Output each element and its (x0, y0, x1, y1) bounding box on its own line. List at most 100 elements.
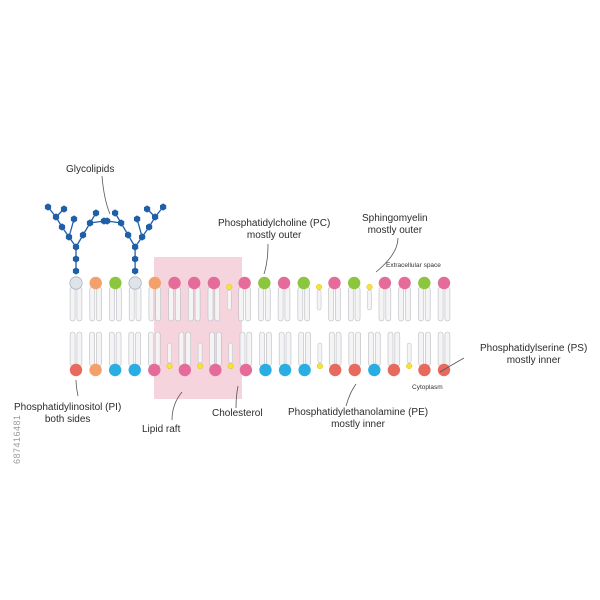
phosphatidylethanolamine-head (298, 363, 311, 377)
fatty-acid-tail (305, 331, 311, 367)
phosphatidylethanolamine-head (108, 363, 122, 377)
phosphatidylcholine-head (328, 276, 341, 290)
sugar-residue-icon (131, 267, 139, 275)
sphingomyelin-head (109, 276, 122, 290)
phosphatidylcholine-head (277, 276, 291, 290)
fatty-acid-tail (76, 286, 83, 322)
fatty-acid-tail (128, 331, 135, 367)
cholesterol-molecule (226, 283, 233, 291)
sugar-residue-icon (111, 209, 119, 217)
phosphatidylinositol-head (89, 276, 102, 290)
inner-leaflet (69, 362, 451, 377)
cholesterol-ring (228, 342, 233, 364)
fatty-acid-tail (425, 331, 431, 367)
sugar-residue-icon (133, 215, 141, 223)
fatty-acid-tail (355, 331, 361, 367)
phosphatidylinositol-head (89, 363, 102, 377)
fatty-acid-tail (387, 331, 394, 367)
fatty-acid-tail (444, 286, 451, 322)
label-glycolipids: Glycolipids (66, 164, 115, 175)
fatty-acid-tail (278, 331, 285, 367)
label-pi-location: both sides (44, 414, 91, 425)
fatty-acid-tail (328, 331, 335, 367)
fatty-acid-tail (128, 286, 135, 322)
fatty-acid-tail (277, 286, 284, 322)
leader-line (263, 243, 269, 275)
cholesterol-ring (316, 289, 322, 311)
fatty-acid-tail (328, 286, 334, 322)
fatty-acid-tail (297, 286, 304, 322)
fatty-acid-tail (394, 331, 401, 367)
watermark-id: 687416481 (12, 414, 22, 464)
fatty-acid-tail (96, 331, 102, 367)
sugar-residue-icon (72, 267, 80, 275)
label-extracellular-space: Extracellular space (386, 262, 441, 269)
sugar-residue-icon (103, 217, 111, 225)
fatty-acid-tail (246, 331, 253, 367)
sugar-residue-icon (145, 223, 153, 231)
fatty-acid-tail (298, 331, 305, 367)
phosphatidylserine-head (348, 363, 361, 377)
phosphatidylcholine-head (238, 276, 251, 290)
cholesterol-molecule (316, 283, 323, 291)
sugar-residue-icon (86, 219, 94, 227)
label-leader-lines (75, 175, 465, 421)
label-pi-name: Phosphatidylinositol (PI) (14, 402, 122, 413)
phosphatidylserine-head (69, 363, 83, 377)
phosphatidylethanolamine-head (259, 363, 272, 377)
cholesterol-ring (227, 289, 232, 311)
glycolipid-head (69, 276, 83, 290)
sugar-residue-icon (58, 223, 66, 231)
cholesterol-molecule (366, 283, 373, 291)
fatty-acid-tail (398, 286, 404, 322)
fatty-acid-tail (154, 331, 161, 367)
fatty-acid-tail (335, 286, 341, 322)
fatty-acid-tail (258, 286, 264, 322)
cholesterol-molecule (197, 362, 204, 370)
fatty-acid-tail (76, 331, 83, 367)
fatty-acid-tail (335, 331, 342, 367)
phosphatidylethanolamine-head (278, 363, 292, 377)
sugar-residue-icon (52, 213, 60, 221)
sugar-residue-icon (70, 215, 78, 223)
fatty-acid-tail (209, 331, 215, 367)
leader-line (101, 175, 111, 215)
fatty-acid-tail (444, 331, 451, 367)
phosphatidylcholine-head (148, 363, 161, 377)
fatty-acid-tail (185, 331, 192, 367)
fatty-acid-tail (437, 286, 444, 322)
phosphatidylcholine-head (207, 276, 221, 290)
phosphatidylinositol-head (148, 276, 162, 290)
sphingomyelin-head (258, 276, 271, 290)
phosphatidylcholine-head (168, 276, 181, 290)
phosphatidylcholine-head (437, 276, 451, 290)
sugar-residue-icon (44, 203, 52, 211)
sugar-residue-icon (131, 243, 139, 251)
label-sm-location: mostly outer (367, 225, 423, 236)
sugar-residue-icon (72, 255, 80, 263)
fatty-acid-tail (69, 286, 76, 322)
fatty-acid-tail (148, 331, 154, 367)
fatty-acid-tail (148, 286, 155, 322)
leader-line (439, 357, 465, 373)
sphingomyelin-head (418, 276, 431, 290)
fatty-acid-tail (239, 331, 246, 367)
fatty-acid-tail (89, 286, 96, 322)
phosphatidylserine-head (418, 363, 431, 377)
sugar-residue-icon (72, 243, 80, 251)
fatty-acid-tail (108, 331, 115, 367)
phosphatidylethanolamine-head (368, 363, 381, 377)
fatty-acid-tail (424, 286, 431, 322)
label-sphingomyelin: Sphingomyelin mostly outer (362, 213, 428, 237)
leader-line (171, 391, 183, 421)
label-pc-name: Phosphatidylcholine (PC) (218, 218, 331, 229)
leader-line (345, 383, 357, 407)
sugar-residue-icon (92, 209, 100, 217)
label-pe-location: mostly inner (331, 419, 385, 430)
sugar-residue-icon (117, 219, 125, 227)
label-pc-location: mostly outer (246, 230, 302, 241)
fatty-acid-tail (135, 286, 142, 322)
sugar-residue-icon (124, 231, 132, 239)
cholesterol-molecule (166, 362, 173, 370)
